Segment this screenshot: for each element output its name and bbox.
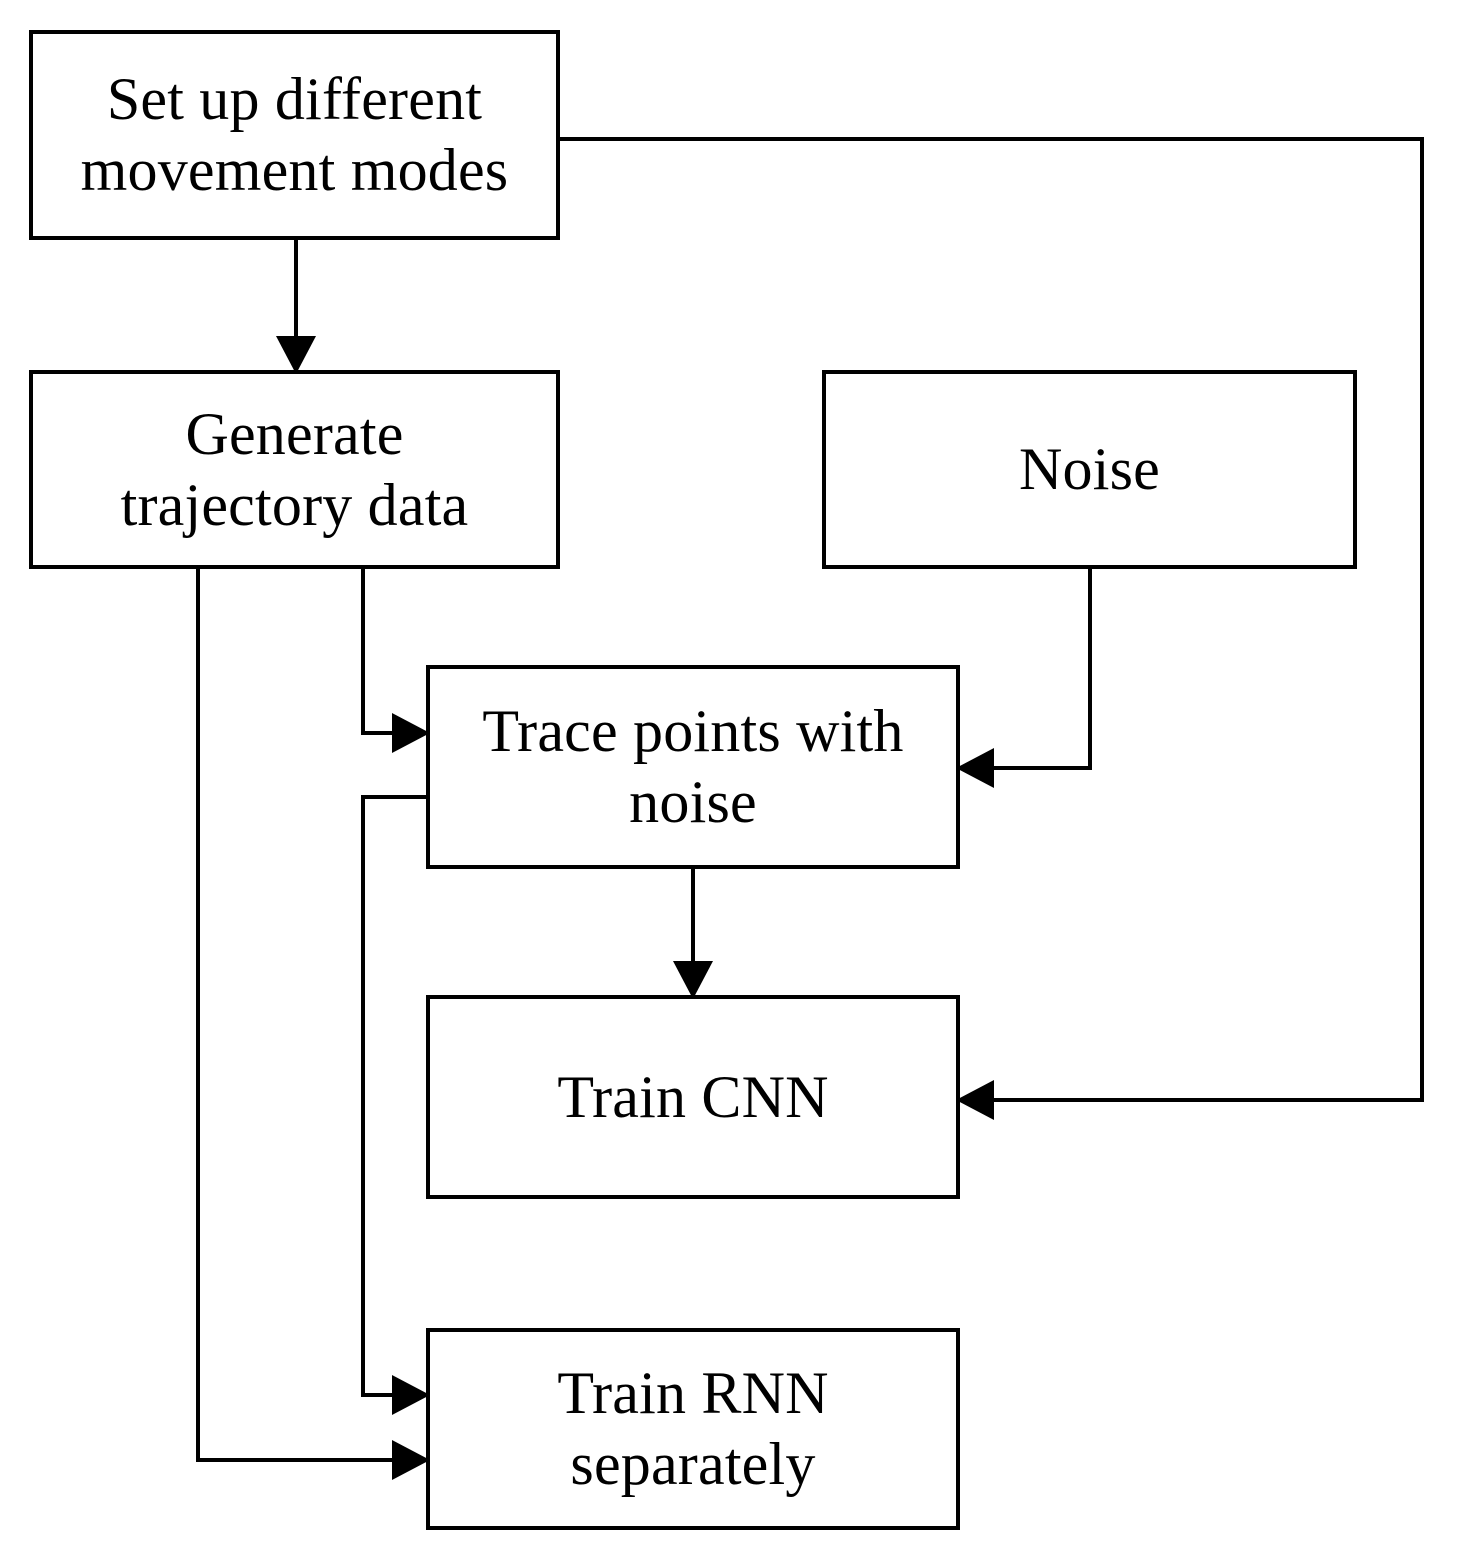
edge-setup-to-train-cnn — [558, 137, 1424, 1120]
edge-trace-to-train-cnn — [673, 867, 713, 999]
edge-noise-to-trace — [956, 567, 1092, 788]
edge-generate-to-trace — [361, 567, 430, 753]
edge-generate-to-train-rnn — [196, 567, 430, 1480]
node-box-setup-modes[interactable] — [29, 30, 560, 240]
connector-group — [196, 137, 1424, 1480]
node-box-generate-trajectory[interactable] — [29, 370, 560, 569]
node-box-train-cnn[interactable] — [426, 995, 960, 1199]
node-box-train-rnn[interactable] — [426, 1328, 960, 1530]
edge-setup-to-generate — [276, 238, 316, 374]
edge-trace-to-train-rnn — [361, 795, 430, 1415]
node-box-noise[interactable] — [822, 370, 1357, 569]
node-group — [29, 30, 1357, 1530]
node-box-trace-points[interactable] — [426, 665, 960, 869]
